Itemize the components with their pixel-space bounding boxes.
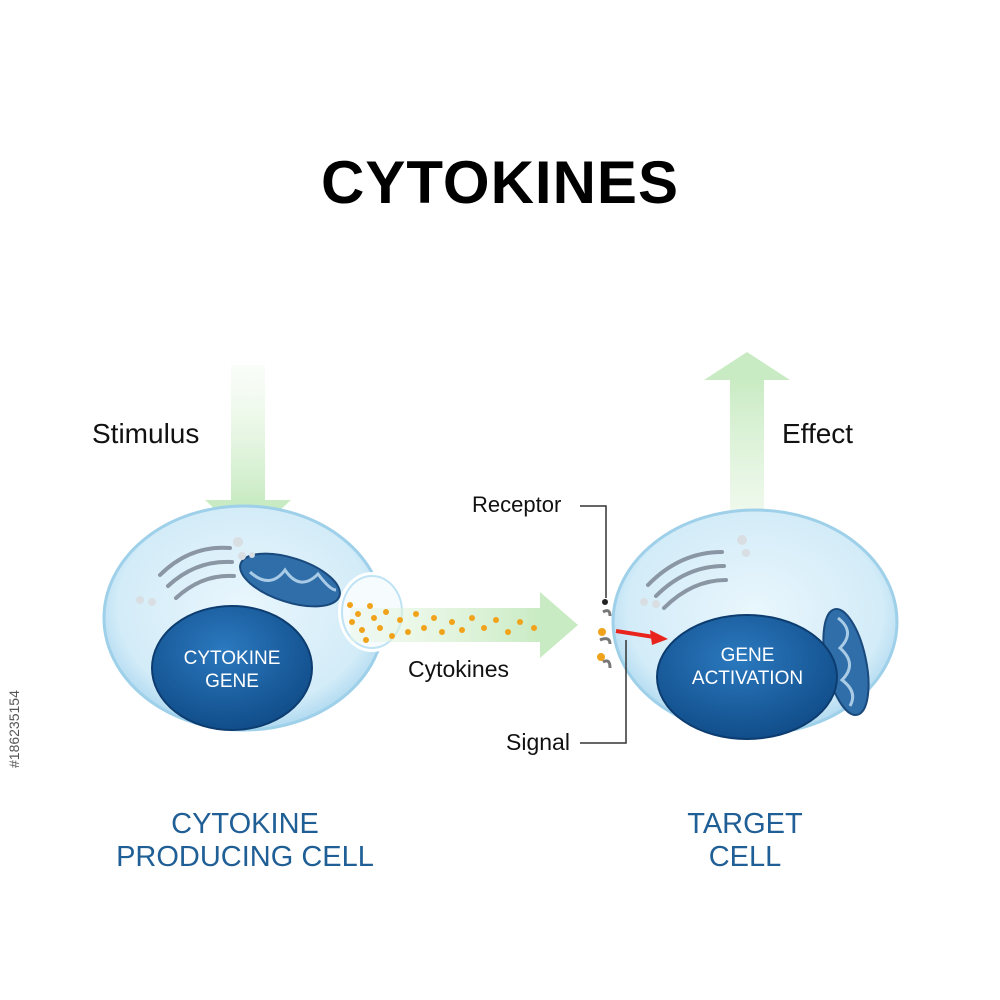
stimulus-label: Stimulus [92, 418, 200, 449]
receptors [597, 599, 612, 669]
cytokines-label: Cytokines [408, 656, 509, 682]
right-cell-name-line2: CELL [708, 841, 782, 873]
signal-label: Signal [506, 729, 570, 755]
nucleus-left-line1: CYTOKINE [183, 648, 281, 669]
nucleus-right [656, 614, 838, 740]
left-cell-name: CYTOKINE PRODUCING CELL [90, 808, 400, 874]
left-cell-name-line2: PRODUCING CELL [116, 841, 374, 873]
nucleus-right-line2: ACTIVATION [691, 668, 804, 689]
cytokine-particles [347, 602, 537, 643]
signal-arrow [615, 629, 668, 645]
stock-id: #186235154 [6, 690, 22, 768]
receptor-label: Receptor [472, 492, 562, 517]
mitochondrion-left [239, 552, 341, 608]
right-cell-name-line1: TARGET [687, 808, 803, 840]
target-cell [611, 508, 899, 740]
cytokines-arrow [350, 592, 578, 658]
effect-label: Effect [782, 418, 854, 449]
golgi-left [158, 545, 236, 600]
golgi-right [646, 550, 728, 610]
leader-lines [580, 505, 627, 744]
right-cell-name: TARGET CELL [640, 808, 850, 874]
nucleus-right-text: GENE ACTIVATION [660, 644, 835, 690]
nucleus-left-text: CYTOKINE GENE [152, 647, 312, 693]
nucleus-left [151, 605, 313, 731]
vesicles-left [136, 537, 255, 606]
diagram-title: CYTOKINES [321, 149, 679, 216]
vesicles-right [640, 535, 750, 608]
left-cell-name-line1: CYTOKINE [171, 808, 319, 840]
nucleus-left-line2: GENE [205, 671, 259, 692]
nucleus-right-line1: GENE [720, 645, 775, 666]
